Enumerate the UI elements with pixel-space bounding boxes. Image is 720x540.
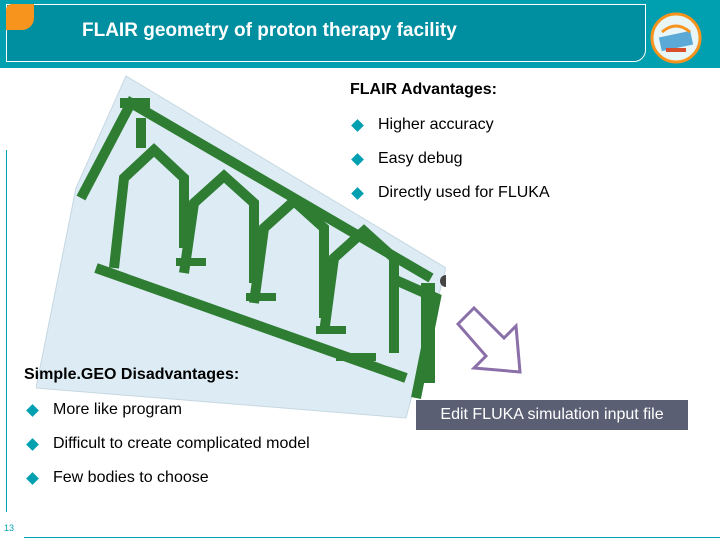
left-frame-rule [6,150,36,538]
page-number: 13 [4,523,15,533]
diamond-bullet-icon [351,153,364,166]
page-number-box [0,512,24,540]
diamond-bullet-icon [351,119,364,132]
list-item-text: More like program [53,401,182,418]
disadvantages-list: More like program Difficult to create co… [24,400,310,502]
list-item-text: Easy debug [378,150,463,167]
facility-geometry-diagram [36,75,446,419]
advantages-heading: FLAIR Advantages: [350,81,497,98]
disadvantages-heading: Simple.GEO Disadvantages: [24,366,240,383]
list-item: Higher accuracy [349,115,550,149]
down-right-arrow-icon [455,305,522,374]
list-item: More like program [24,400,310,434]
list-item-text: Directly used for FLUKA [378,184,550,201]
list-item: Easy debug [349,149,550,183]
list-item-text: Higher accuracy [378,116,494,133]
list-item: Few bodies to choose [24,468,310,502]
list-item: Directly used for FLUKA [349,183,550,217]
bottom-rule [36,537,720,538]
diamond-bullet-icon [351,187,364,200]
title-bar: FLAIR geometry of proton therapy facilit… [0,0,720,68]
edit-input-callout: Edit FLUKA simulation input file [416,400,688,430]
title-accent-tab [6,4,34,30]
advantages-list: Higher accuracy Easy debug Directly used… [349,115,550,217]
slide-title: FLAIR geometry of proton therapy facilit… [82,20,457,41]
list-item-text: Difficult to create complicated model [53,435,310,452]
list-item: Difficult to create complicated model [24,434,310,468]
list-item-text: Few bodies to choose [53,469,209,486]
institute-logo-icon [650,12,702,64]
title-frame [6,4,646,62]
